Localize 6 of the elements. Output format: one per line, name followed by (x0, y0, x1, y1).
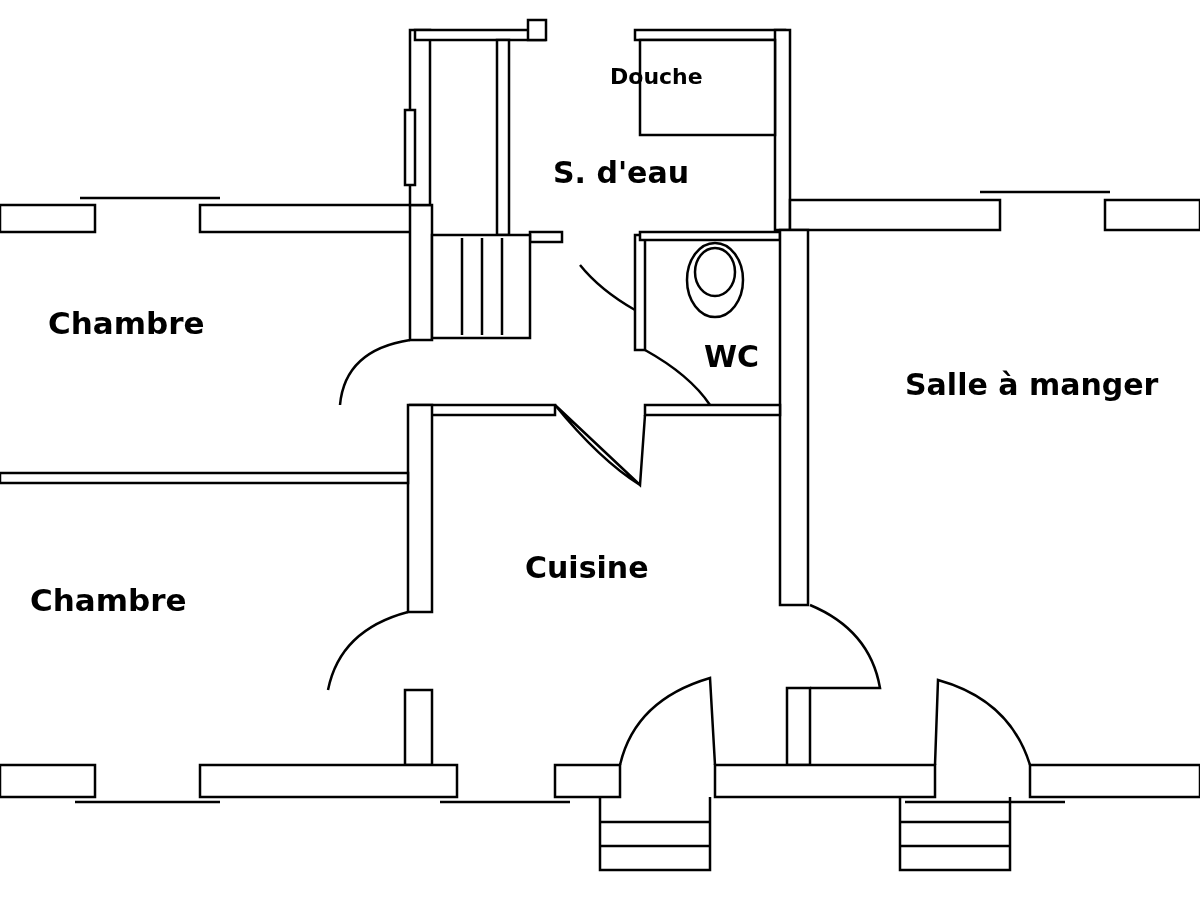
room-label: Cuisine (525, 553, 649, 583)
room-label: Chambre (48, 308, 205, 339)
room-label: WC (704, 342, 760, 372)
room-label: S. d'eau (553, 158, 690, 188)
room-label: Chambre (30, 585, 187, 616)
room-label: Salle à manger (905, 370, 1159, 400)
